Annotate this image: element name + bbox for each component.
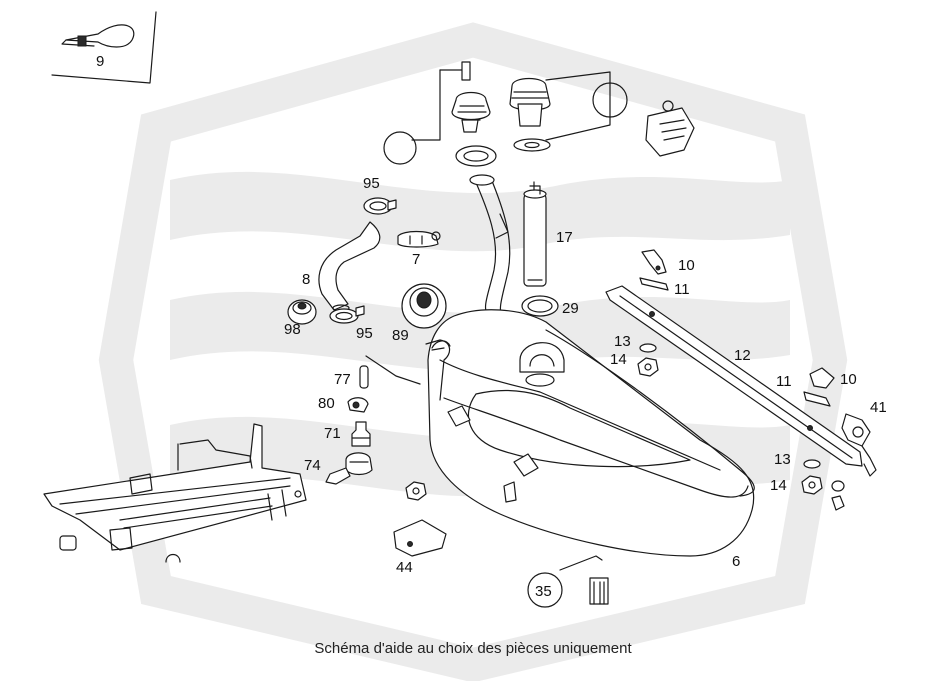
- part-71-valve: [351, 421, 371, 447]
- part-9-cable-tie-inset: [51, 11, 157, 84]
- part-35-connector: [559, 555, 609, 605]
- part-29-seal: [521, 295, 559, 317]
- label-44: 44: [396, 559, 413, 576]
- part-95-clamp-lower: [329, 305, 365, 324]
- part-12-tank-strap: [605, 285, 863, 467]
- label-29: 29: [562, 300, 579, 317]
- part-labels: 9 95 17 8 7 10 11 29 98 95 89 13 14 12 7…: [96, 53, 887, 608]
- part-77-pipe: [359, 355, 421, 389]
- part-13-14-nuts-upper: [637, 343, 659, 377]
- tank-filler-tube: [425, 339, 451, 401]
- label-7: 7: [412, 251, 420, 268]
- part-95-clamp-top: [363, 197, 397, 215]
- filler-pipe: [469, 174, 511, 325]
- label-6: 6: [732, 553, 740, 570]
- part-10-11-bracket-top: [639, 249, 669, 291]
- diagram-caption: Schéma d'aide au choix des pièces unique…: [314, 640, 632, 657]
- part-7-clamp: [397, 230, 441, 248]
- part-13-14-nuts-lower: [801, 459, 845, 511]
- label-14-upper: 14: [610, 351, 627, 368]
- part-74-elbow: [325, 452, 373, 485]
- label-8: 8: [302, 271, 310, 288]
- label-71: 71: [324, 425, 341, 442]
- part-98-grommet: [287, 299, 317, 325]
- label-35: 35: [535, 583, 552, 600]
- underbody-panel: [43, 423, 307, 563]
- part-6-fuel-tank: [427, 309, 755, 557]
- part-80-clip: [347, 397, 369, 413]
- label-89: 89: [392, 327, 409, 344]
- label-95-top: 95: [363, 175, 380, 192]
- label-77: 77: [334, 371, 351, 388]
- label-98: 98: [284, 321, 301, 338]
- label-9: 9: [96, 53, 104, 70]
- part-44-bracket: [393, 481, 447, 557]
- label-13-upper: 13: [614, 333, 631, 350]
- label-80: 80: [318, 395, 335, 412]
- label-17: 17: [556, 229, 573, 246]
- part-89-grommet: [401, 283, 447, 329]
- label-11-right: 11: [776, 373, 792, 390]
- label-95-lower: 95: [356, 325, 373, 342]
- label-12: 12: [734, 347, 751, 364]
- label-41: 41: [870, 399, 887, 416]
- label-10-right: 10: [840, 371, 857, 388]
- label-13-lower: 13: [774, 451, 791, 468]
- label-74: 74: [304, 457, 321, 474]
- label-14-lower: 14: [770, 477, 787, 494]
- part-10-11-41-bracket-right: [803, 367, 877, 477]
- filler-cap-assembly: [383, 61, 695, 167]
- label-10-top: 10: [678, 257, 695, 274]
- part-17-sender-unit: [523, 181, 547, 287]
- label-11-top: 11: [674, 281, 690, 298]
- label-35-circle: [527, 572, 563, 608]
